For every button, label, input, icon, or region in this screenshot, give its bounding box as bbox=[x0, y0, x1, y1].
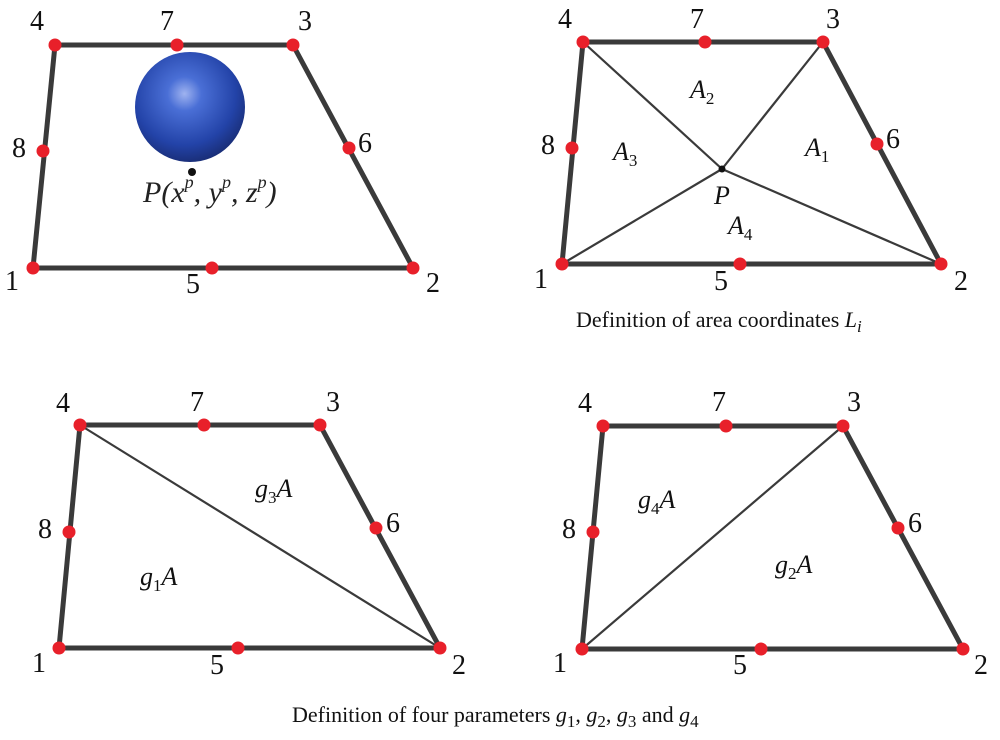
node-8 bbox=[565, 141, 579, 155]
point-p-coordinates: P(xp, yp, zp) bbox=[142, 172, 277, 209]
node-5 bbox=[231, 641, 245, 655]
contact-point-p bbox=[188, 168, 196, 176]
panel-element-with-particle: P(xp, yp, zp) 1 2 3 4 5 6 7 8 bbox=[5, 6, 440, 300]
diagonal-node1-node3 bbox=[581, 425, 844, 650]
particle-sphere bbox=[135, 52, 245, 162]
node-label-4: 4 bbox=[30, 6, 44, 37]
node-label-6: 6 bbox=[908, 508, 922, 539]
node-1 bbox=[26, 261, 40, 275]
node-7 bbox=[719, 419, 733, 433]
node-label-7: 7 bbox=[690, 4, 704, 35]
node-4 bbox=[576, 35, 590, 49]
node-5 bbox=[754, 642, 768, 656]
node-label-4: 4 bbox=[578, 388, 592, 419]
line-p-node3 bbox=[721, 41, 824, 170]
node-label-8: 8 bbox=[38, 514, 52, 545]
panel-parameters-g2-g4: g4A g2A 1 2 3 4 5 6 7 8 bbox=[553, 387, 988, 681]
node-3 bbox=[313, 418, 327, 432]
node-label-6: 6 bbox=[358, 128, 372, 159]
area-g1a-label: g1A bbox=[140, 562, 178, 595]
node-8 bbox=[62, 525, 76, 539]
line-p-node4 bbox=[582, 41, 723, 170]
point-p-label: P bbox=[713, 181, 730, 210]
node-label-3: 3 bbox=[298, 6, 312, 37]
interior-point-p bbox=[718, 165, 726, 173]
node-label-7: 7 bbox=[712, 387, 726, 418]
node-label-3: 3 bbox=[847, 387, 861, 418]
node-6 bbox=[891, 521, 905, 535]
node-2 bbox=[433, 641, 447, 655]
node-7 bbox=[170, 38, 184, 52]
caption-area-coordinates: Definition of area coordinates Li bbox=[576, 307, 862, 336]
node-3 bbox=[286, 38, 300, 52]
node-label-7: 7 bbox=[160, 6, 174, 37]
node-2 bbox=[934, 257, 948, 271]
node-label-2: 2 bbox=[426, 268, 440, 299]
node-label-6: 6 bbox=[386, 508, 400, 539]
node-label-8: 8 bbox=[562, 514, 576, 545]
node-label-2: 2 bbox=[974, 650, 988, 681]
node-label-8: 8 bbox=[12, 133, 26, 164]
node-1 bbox=[555, 257, 569, 271]
node-6 bbox=[342, 141, 356, 155]
node-label-1: 1 bbox=[553, 648, 567, 679]
area-g3a-label: g3A bbox=[255, 474, 293, 507]
node-2 bbox=[406, 261, 420, 275]
line-p-node2 bbox=[721, 167, 942, 266]
node-label-2: 2 bbox=[954, 266, 968, 297]
node-4 bbox=[596, 419, 610, 433]
node-6 bbox=[870, 137, 884, 151]
node-label-1: 1 bbox=[534, 264, 548, 295]
node-7 bbox=[698, 35, 712, 49]
node-label-1: 1 bbox=[5, 266, 19, 297]
node-1 bbox=[575, 642, 589, 656]
panel-parameters-g1-g3: g1A g3A 1 2 3 4 5 6 7 8 bbox=[32, 387, 466, 681]
node-label-1: 1 bbox=[32, 648, 46, 679]
node-label-5: 5 bbox=[210, 650, 224, 681]
area-g4a-label: g4A bbox=[638, 485, 676, 518]
node-label-7: 7 bbox=[190, 387, 204, 418]
node-4 bbox=[73, 418, 87, 432]
node-4 bbox=[48, 38, 62, 52]
element-outline bbox=[579, 423, 966, 652]
area-a1-label: A1 bbox=[803, 133, 829, 166]
node-5 bbox=[205, 261, 219, 275]
element-outline bbox=[56, 422, 443, 651]
node-7 bbox=[197, 418, 211, 432]
node-label-5: 5 bbox=[186, 269, 200, 300]
area-a3-label: A3 bbox=[611, 137, 637, 170]
node-5 bbox=[733, 257, 747, 271]
area-g2a-label: g2A bbox=[775, 550, 813, 583]
panel-area-coordinates: P A1 A2 A3 A4 1 2 3 4 5 6 7 8 Definition… bbox=[534, 4, 968, 336]
node-label-3: 3 bbox=[826, 4, 840, 35]
line-p-node1 bbox=[561, 168, 723, 265]
node-label-6: 6 bbox=[886, 124, 900, 155]
node-3 bbox=[836, 419, 850, 433]
caption-four-parameters: Definition of four parameters g1, g2, g3… bbox=[292, 702, 699, 731]
node-2 bbox=[956, 642, 970, 656]
node-8 bbox=[586, 525, 600, 539]
node-6 bbox=[369, 521, 383, 535]
node-label-4: 4 bbox=[558, 4, 572, 35]
node-label-4: 4 bbox=[56, 388, 70, 419]
node-label-5: 5 bbox=[714, 266, 728, 297]
node-1 bbox=[52, 641, 66, 655]
node-3 bbox=[816, 35, 830, 49]
node-label-2: 2 bbox=[452, 650, 466, 681]
node-label-8: 8 bbox=[541, 130, 555, 161]
node-label-3: 3 bbox=[326, 387, 340, 418]
node-8 bbox=[36, 144, 50, 158]
area-a2-label: A2 bbox=[688, 75, 714, 108]
area-a4-label: A4 bbox=[726, 211, 753, 244]
node-label-5: 5 bbox=[733, 650, 747, 681]
diagonal-node4-node2 bbox=[79, 424, 441, 649]
